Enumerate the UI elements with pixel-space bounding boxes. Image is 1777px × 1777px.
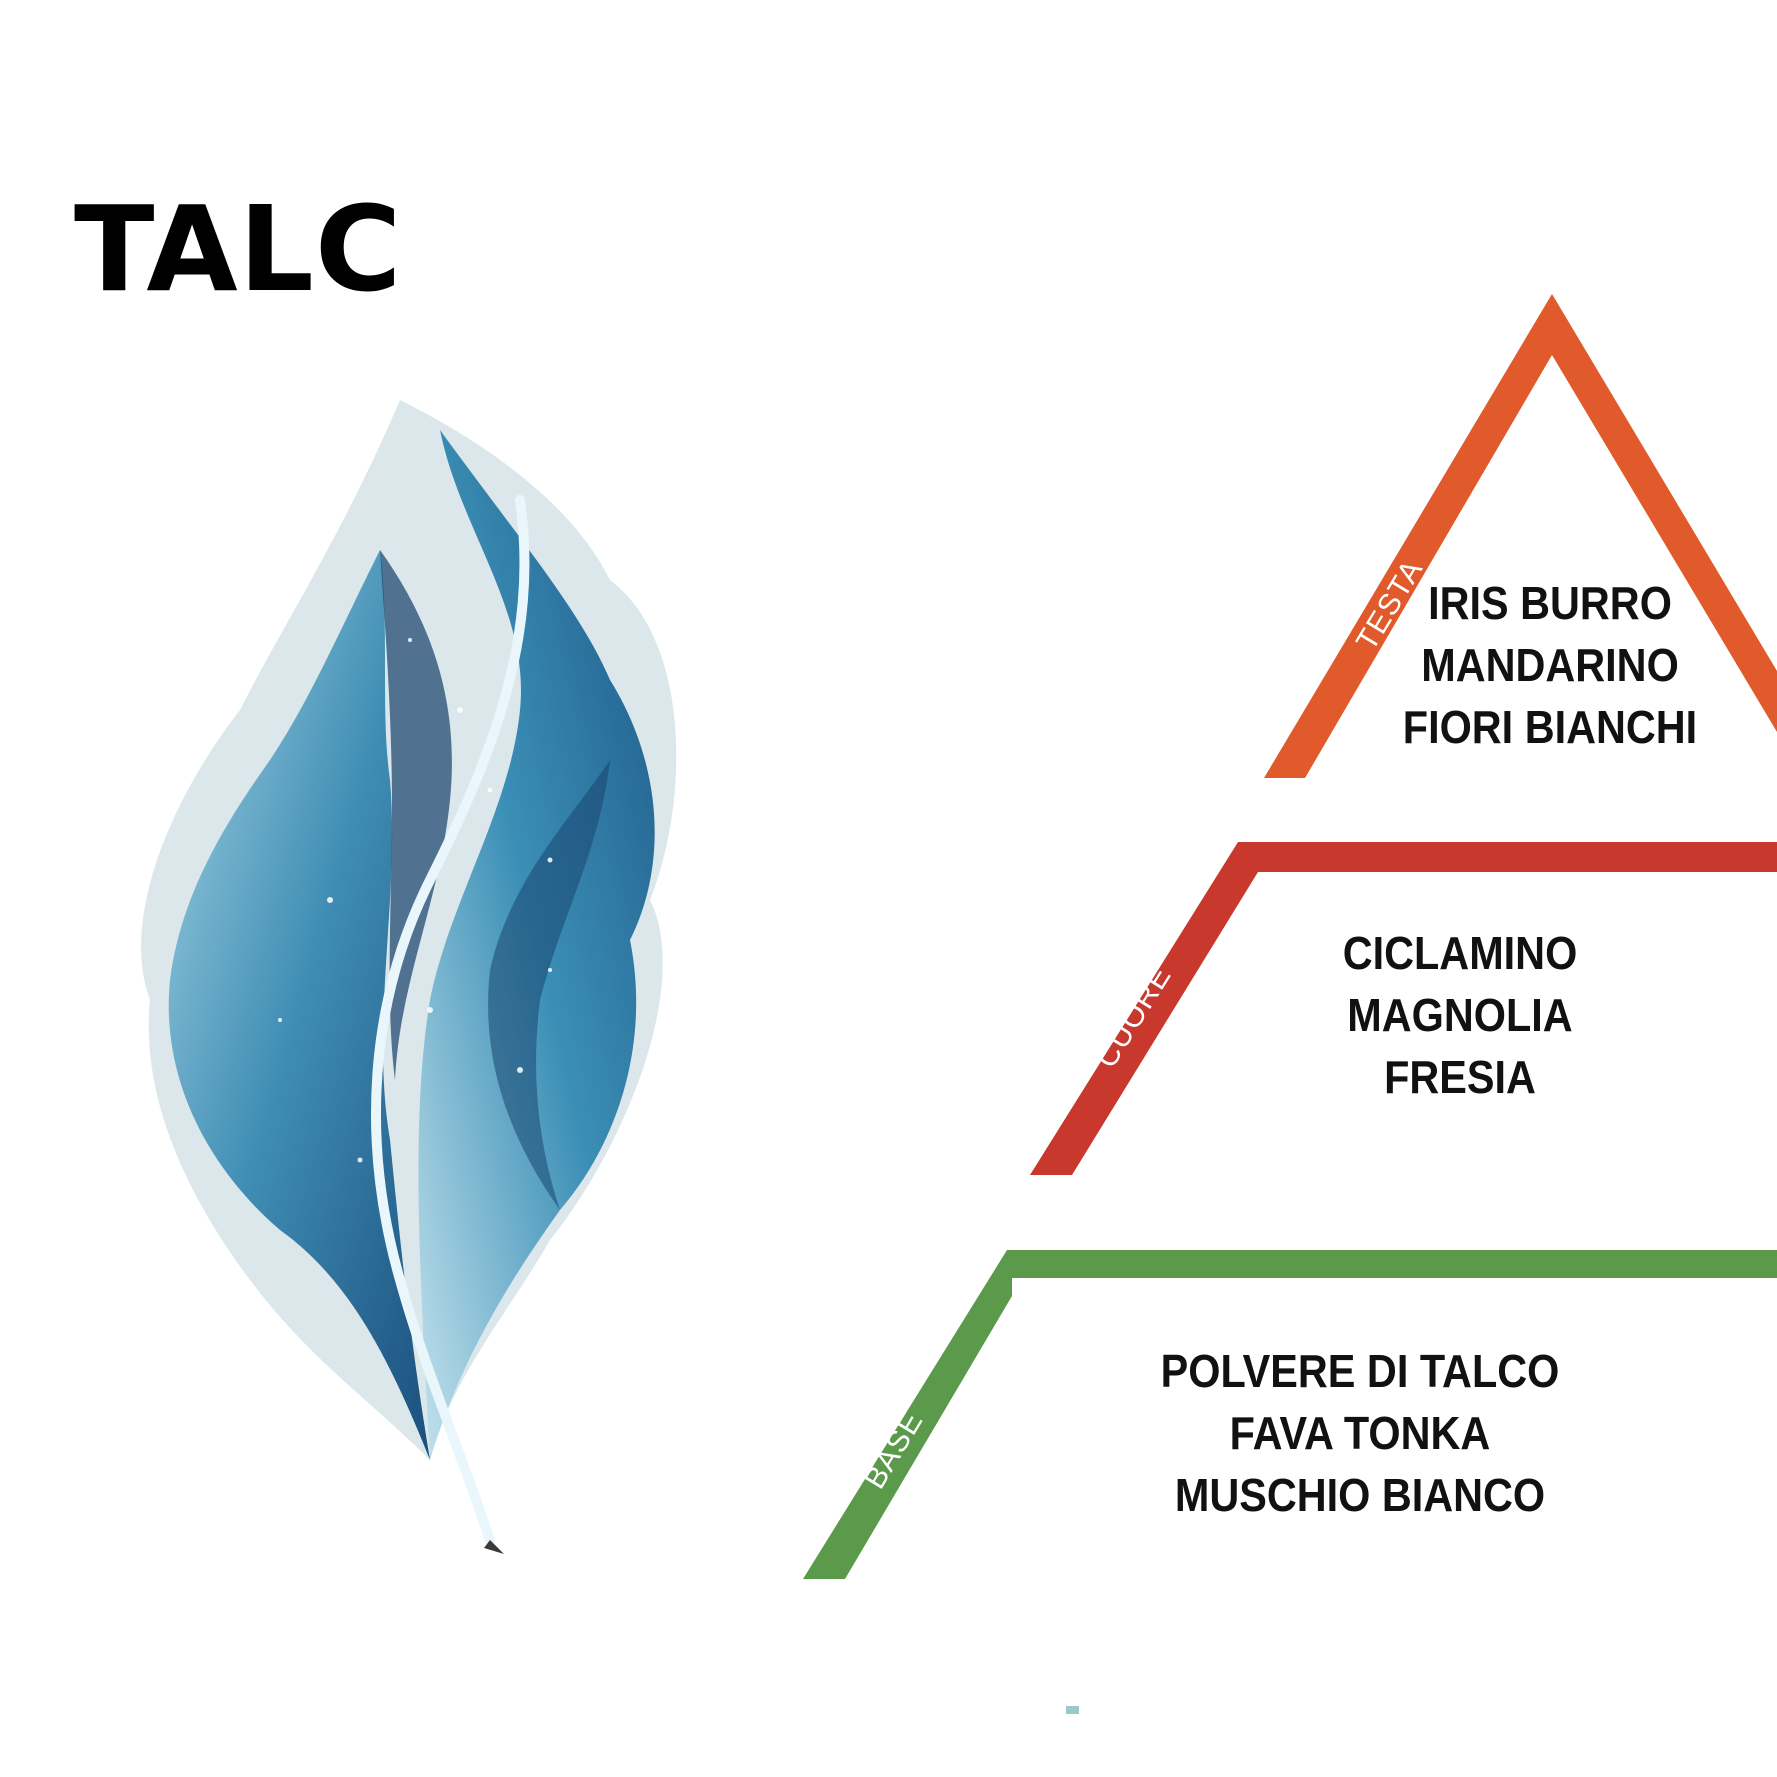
note-item: MUSCHIO BIANCO — [1126, 1464, 1594, 1526]
base-notes: POLVERE DI TALCO FAVA TONKA MUSCHIO BIAN… — [1126, 1340, 1594, 1526]
decorative-dot — [1066, 1706, 1079, 1714]
note-item: FRESIA — [1271, 1046, 1649, 1108]
top-notes: IRIS BURRO MANDARINO FIORI BIANCHI — [1361, 572, 1739, 758]
note-item: IRIS BURRO — [1361, 572, 1739, 634]
note-item: POLVERE DI TALCO — [1126, 1340, 1594, 1402]
note-item: MANDARINO — [1361, 634, 1739, 696]
note-item: CICLAMINO — [1271, 922, 1649, 984]
note-item: MAGNOLIA — [1271, 984, 1649, 1046]
note-item: FAVA TONKA — [1126, 1402, 1594, 1464]
heart-notes: CICLAMINO MAGNOLIA FRESIA — [1271, 922, 1649, 1108]
note-item: FIORI BIANCHI — [1361, 696, 1739, 758]
